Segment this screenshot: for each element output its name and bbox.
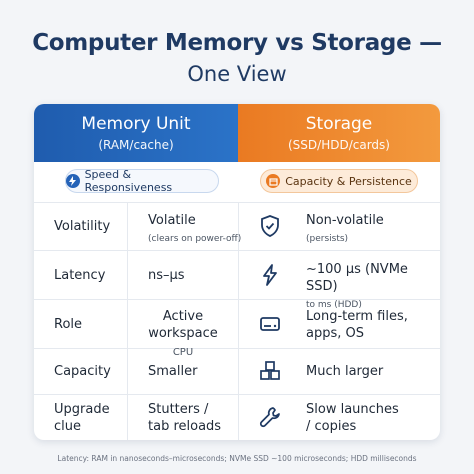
lightning-icon	[258, 263, 282, 287]
memory-note: CPU	[172, 347, 194, 358]
page-subtitle: One View	[187, 62, 287, 86]
column-divider-2	[238, 202, 239, 440]
column-divider-1	[127, 202, 128, 440]
memory-pill-label: Speed & Responsiveness	[84, 168, 173, 194]
storage-header-title: Storage	[305, 114, 373, 134]
drive-icon	[258, 312, 282, 336]
lightning-icon	[66, 174, 80, 188]
storage-note: / copies	[306, 419, 357, 434]
row-label-line1: Upgrade	[54, 402, 110, 417]
memory-pill: Speed & Responsiveness	[65, 168, 219, 194]
storage-pill-label: Capacity & Persistence	[285, 174, 412, 188]
table-row-latency: Latency ns–µs ~100 µs (NVMe SSD) to ms (…	[34, 250, 440, 310]
memory-note: tab reloads	[148, 419, 222, 434]
memory-header: Memory Unit (RAM/cache)	[34, 104, 238, 162]
storage-value: ~100 µs (NVMe SSD)	[306, 262, 408, 294]
storage-cell: Much larger	[306, 363, 383, 380]
storage-note: (persists)	[306, 234, 349, 244]
shield-check-icon	[258, 214, 282, 238]
row-label: Upgrade clue	[54, 401, 110, 435]
row-label: Latency	[54, 268, 106, 283]
row-label: Capacity	[54, 364, 111, 379]
storage-value: Long-term files,	[306, 309, 408, 324]
storage-note: apps, OS	[306, 326, 364, 341]
memory-value: Stutters /	[148, 402, 209, 417]
pill-row: Speed & Responsiveness Capacity & Persis…	[34, 162, 440, 203]
table-row-role: Role Active workspace CPU Long-term file…	[34, 299, 440, 358]
footer-note: Latency: RAM in nanoseconds–microseconds…	[57, 454, 417, 463]
storage-header: Storage (SSD/HDD/cards)	[238, 104, 440, 162]
page-title: Computer Memory vs Storage —	[32, 30, 442, 56]
table-row-capacity: Capacity Smaller Much larger	[34, 348, 440, 395]
memory-header-sub: (RAM/cache)	[98, 138, 174, 152]
box-icon	[266, 174, 281, 188]
memory-cell: Smaller	[148, 363, 197, 380]
memory-note: (clears on power-off)	[148, 234, 242, 244]
storage-cell: ~100 µs (NVMe SSD) to ms (HDD)	[306, 261, 440, 314]
row-label: Role	[54, 317, 83, 332]
storage-header-sub: (SSD/HDD/cards)	[288, 138, 390, 152]
row-label: Volatility	[54, 219, 111, 234]
memory-header-title: Memory Unit	[81, 114, 191, 134]
storage-cell: Non-volatile (persists)	[306, 212, 384, 248]
memory-value: Active workspace	[148, 309, 218, 341]
storage-pill: Capacity & Persistence	[260, 169, 418, 193]
table-row-volatility: Volatility Volatile (clears on power-off…	[34, 202, 440, 251]
storage-cell: Long-term files, apps, OS	[306, 308, 408, 342]
memory-cell: Stutters / tab reloads	[148, 401, 221, 435]
storage-value: Non-volatile	[306, 213, 384, 228]
wrench-icon	[258, 405, 282, 429]
memory-cell: Active workspace CPU	[128, 308, 238, 361]
row-label-line2: clue	[54, 419, 81, 434]
storage-value: Much larger	[306, 364, 384, 379]
table-row-upgrade-clue: Upgrade clue Stutters / tab reloads Slow…	[34, 394, 440, 440]
memory-cell: Volatile (clears on power-off)	[148, 212, 241, 248]
storage-note: to ms (HDD)	[306, 300, 362, 310]
comparison-card: Memory Unit (RAM/cache) Storage (SSD/HDD…	[34, 104, 440, 440]
storage-cell: Slow launches / copies	[306, 401, 399, 435]
memory-value: Smaller	[148, 364, 198, 379]
cubes-icon	[258, 359, 282, 383]
storage-value: Slow launches	[306, 402, 399, 417]
memory-cell: ns–µs	[148, 267, 185, 284]
memory-value: Volatile	[148, 213, 196, 228]
memory-value: ns–µs	[148, 268, 185, 283]
